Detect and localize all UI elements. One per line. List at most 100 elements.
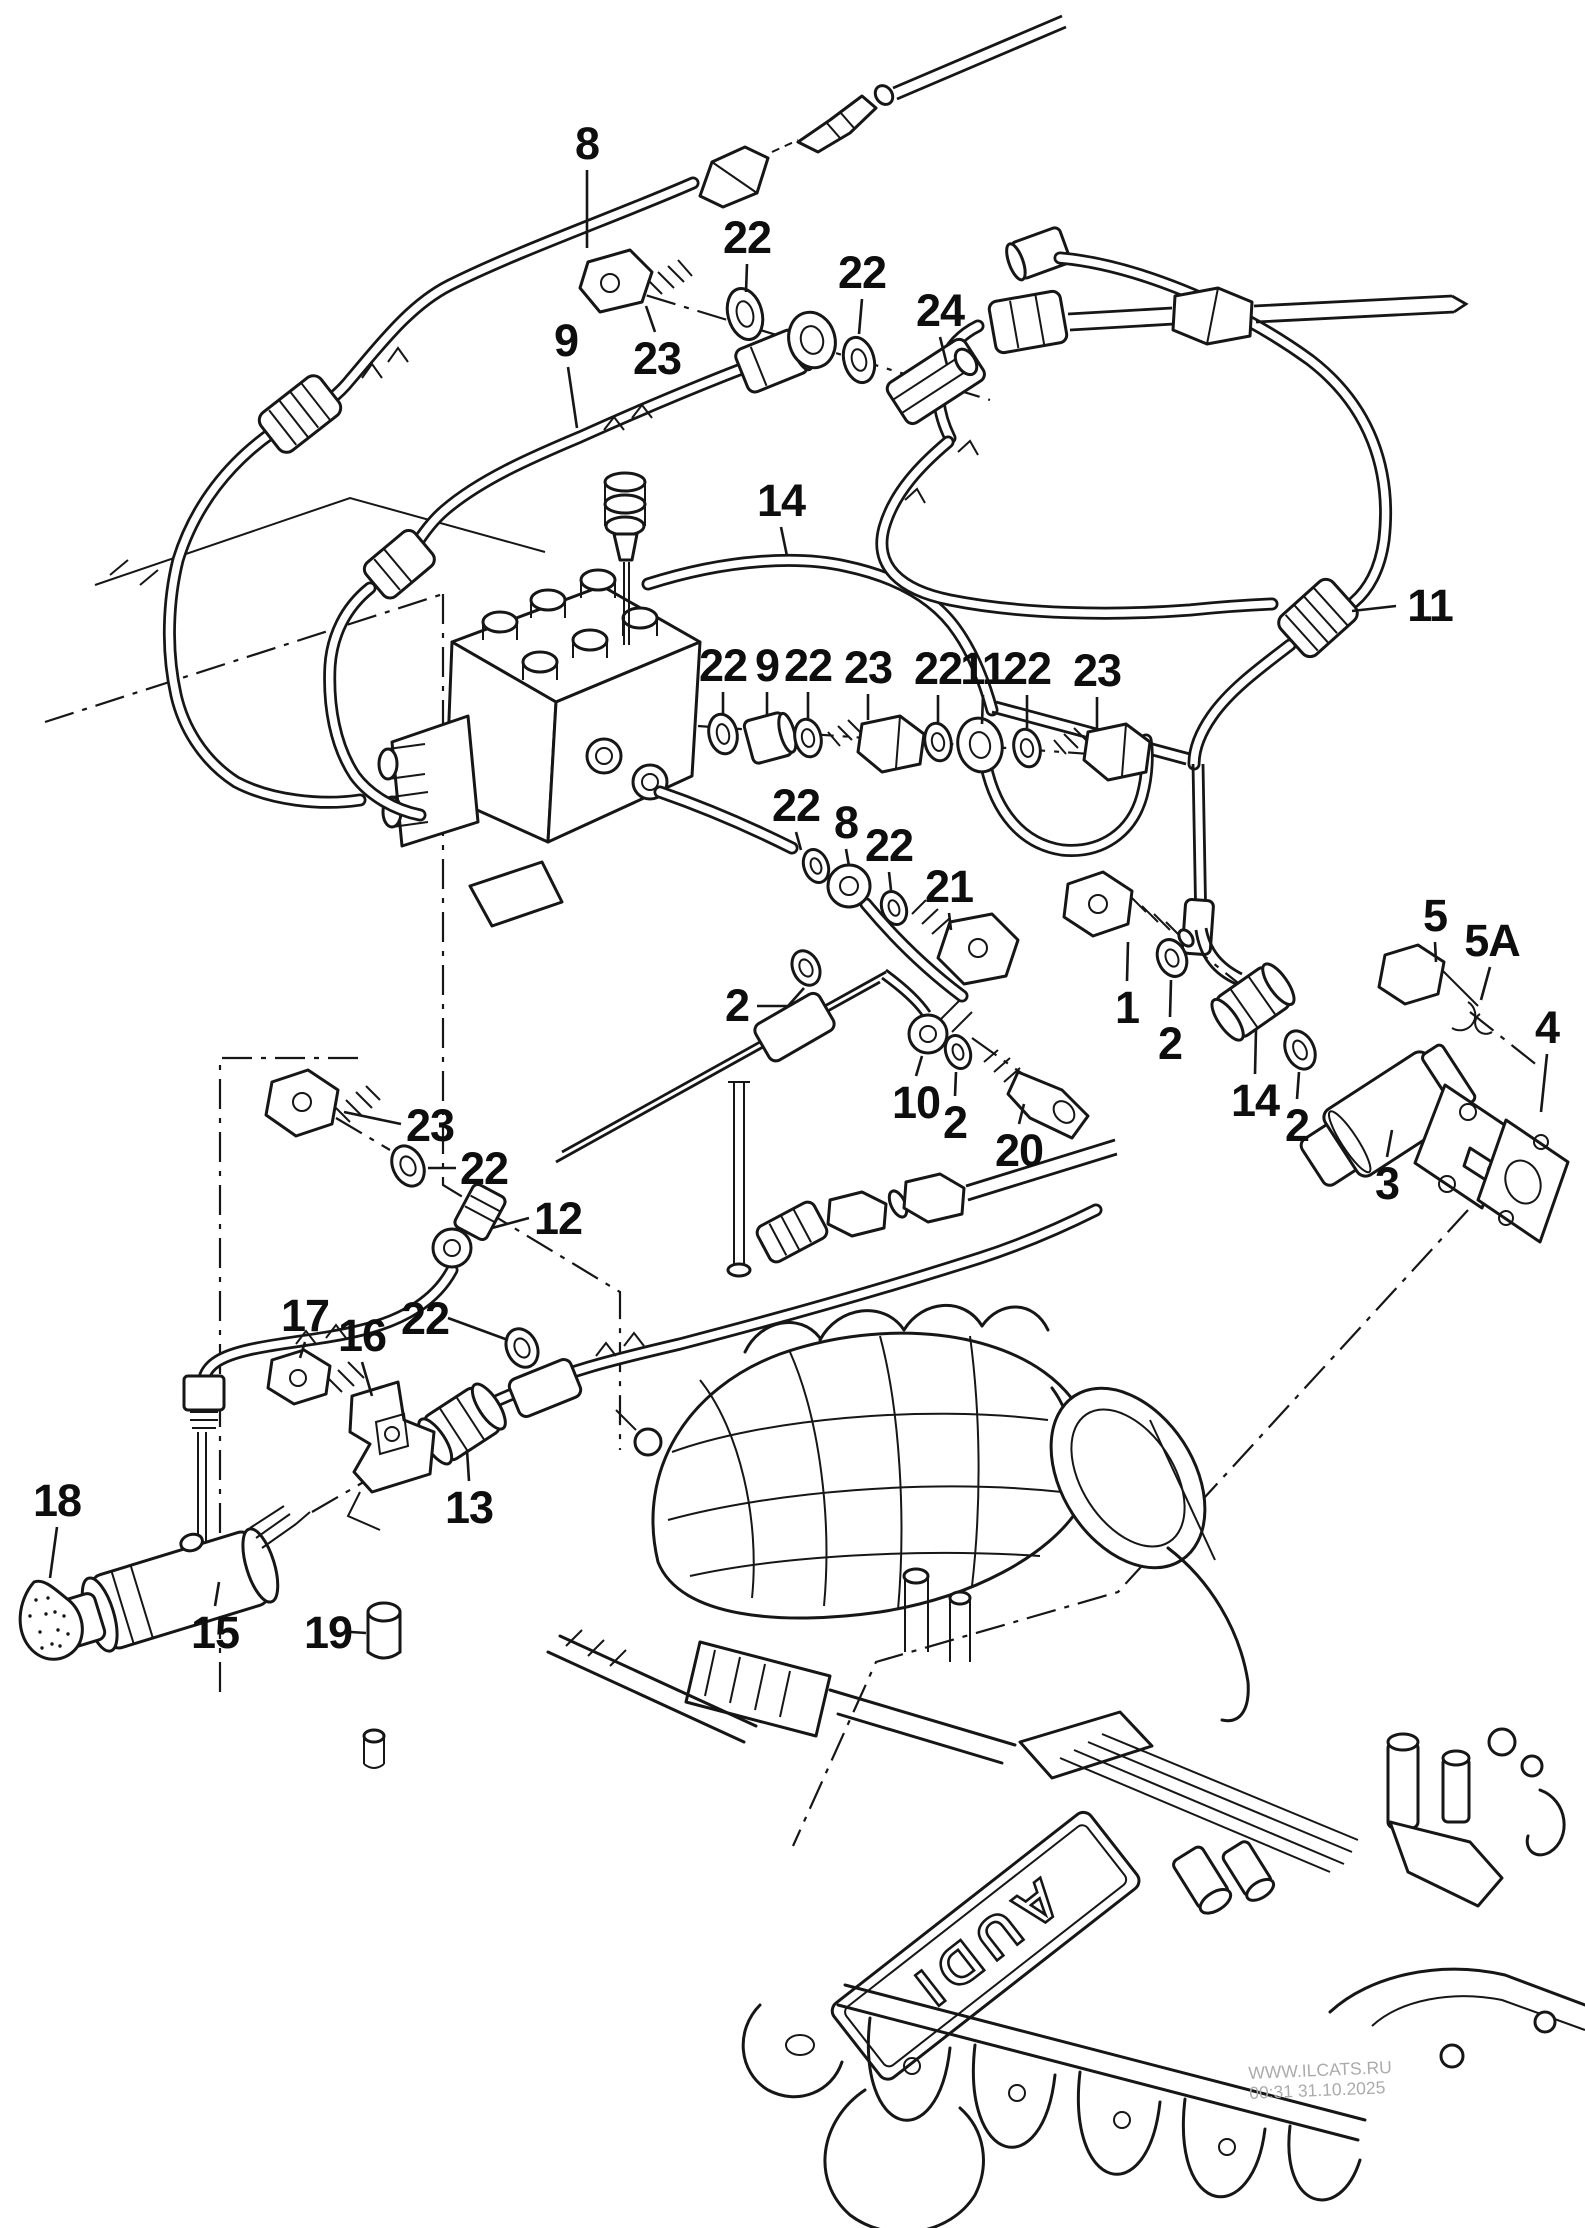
callout-leader-11: [1351, 604, 1397, 613]
banjo-bolt-23-top: [578, 248, 693, 314]
callout-leader-4: [1539, 1053, 1549, 1113]
hose-8: [162, 14, 1067, 809]
callout-leader-1: [1125, 941, 1130, 982]
callout-leader-5A: [1479, 966, 1492, 1001]
pipe8-banjo-group: [790, 848, 1090, 1140]
pipe-8-lower: [653, 785, 969, 1003]
audi-logo-plate: AUDI: [830, 1810, 1141, 2081]
callout-label-19-41: 19: [304, 1607, 352, 1658]
rubber-elbow-18: [18, 1579, 84, 1661]
banjo-ring-11: [956, 716, 1004, 774]
callout-label-22-12: 22: [914, 643, 962, 694]
callout-leader-2: [757, 987, 805, 1008]
callout-label-22-1: 22: [723, 212, 771, 263]
callout-label-10-21: 10: [892, 1077, 940, 1128]
callout-leader-11: [980, 694, 985, 725]
callout-label-13-38: 13: [445, 1482, 493, 1533]
callout-label-17-35: 17: [281, 1290, 329, 1341]
callout-label-9-9: 9: [755, 640, 779, 691]
callout-label-11-13: 11: [960, 643, 1006, 694]
callout-leader-19: [350, 1630, 367, 1635]
cold-start-valve-group: [1062, 870, 1570, 1244]
callout-label-24-3: 24: [916, 285, 965, 336]
callout-leader-2: [953, 1071, 958, 1097]
callout-label-14-6: 14: [757, 475, 806, 526]
callout-label-5A-30: 5A: [1464, 915, 1520, 966]
engine-assembly: AUDI: [684, 1640, 1585, 2228]
washer-2: [790, 949, 822, 987]
callout-label-22-14: 22: [1003, 643, 1051, 694]
hose-13: [487, 1138, 1118, 1418]
callout-label-9-5: 9: [554, 315, 578, 366]
filter-outlet-threads: [249, 1505, 311, 1549]
intake-manifold: [546, 1081, 1250, 1744]
pressure-line-group: [264, 1068, 540, 1369]
bolt-23: [827, 714, 926, 774]
callout-label-22-8: 22: [699, 640, 747, 691]
fuel-distributor: [94, 471, 702, 928]
callout-label-16-36: 16: [338, 1310, 386, 1361]
pipe-to-elbow-10: [555, 968, 932, 1164]
callout-label-22-10: 22: [784, 640, 832, 691]
callout-leader-14: [779, 526, 789, 557]
callout-label-12-34: 12: [534, 1193, 582, 1244]
callout-label-23-15: 23: [1073, 645, 1121, 696]
callout-leader-23: [343, 1110, 402, 1126]
bracket-16: [346, 1380, 436, 1531]
callout-leader-17: [298, 1341, 307, 1359]
callout-label-18-39: 18: [33, 1475, 81, 1526]
coupler-24: [885, 337, 986, 426]
callout-leader-22: [447, 1316, 509, 1342]
pellet-19: [362, 1601, 402, 1769]
callout-label-2-20: 2: [725, 980, 749, 1031]
callout-label-2-25: 2: [1158, 1018, 1182, 1069]
callout-leader-22: [857, 298, 864, 335]
gasket-4: [1476, 1118, 1570, 1244]
callout-label-22-2: 22: [838, 247, 886, 298]
callout-leader-3: [1385, 1129, 1394, 1158]
callout-label-23-32: 23: [406, 1100, 454, 1151]
callout-label-20-23: 20: [995, 1125, 1043, 1176]
washer-22: [390, 1144, 426, 1188]
union-nut-14: [1210, 962, 1296, 1042]
elbow-10: [907, 999, 973, 1055]
washer-2: [1283, 1029, 1317, 1071]
washer-22: [725, 287, 765, 341]
callout-leader-12: [491, 1216, 530, 1230]
bolt-17: [266, 1348, 365, 1406]
cold-start-valve-3: [1299, 1043, 1477, 1187]
callout-label-4-31: 4: [1535, 1002, 1560, 1053]
fuel-filter-group: [18, 1348, 507, 1769]
callout-label-15-40: 15: [191, 1607, 239, 1658]
callout-leader-22: [887, 871, 893, 891]
watermark: WWW.ILCATS.RU 00:31 31.10.2025: [1248, 2057, 1393, 2103]
callout-label-23-4: 23: [633, 333, 681, 384]
callout-label-11-7: 11: [1407, 580, 1453, 631]
callout-leader-2: [1168, 979, 1173, 1018]
washer-22: [504, 1327, 540, 1369]
callout-label-14-26: 14: [1231, 1075, 1280, 1126]
callout-leader-24: [938, 336, 949, 366]
injector-valve-top: [603, 471, 647, 645]
washer-22: [841, 335, 877, 385]
banjo-ring-9: [787, 310, 837, 370]
callout-leader-14: [1253, 1029, 1258, 1075]
callout-leader-21: [947, 912, 953, 931]
central-parts-row: [707, 711, 1152, 782]
callout-label-1-24: 1: [1115, 982, 1139, 1033]
callout-label-8-0: 8: [575, 118, 599, 169]
callout-label-2-22: 2: [943, 1097, 967, 1148]
hose-12: [182, 1263, 459, 1548]
elbow-12: [431, 1182, 507, 1269]
callout-leader-22: [794, 831, 803, 851]
distributor-ports: [481, 568, 659, 680]
callout-label-22-18: 22: [865, 820, 913, 871]
callout-leader-15: [213, 1581, 221, 1607]
callout-label-2-27: 2: [1285, 1100, 1309, 1151]
spring-washer-5A: [1451, 1001, 1493, 1035]
callout-leader-16: [360, 1361, 374, 1397]
callout-leader-5: [1433, 941, 1438, 963]
callout-leader-23: [644, 305, 657, 333]
